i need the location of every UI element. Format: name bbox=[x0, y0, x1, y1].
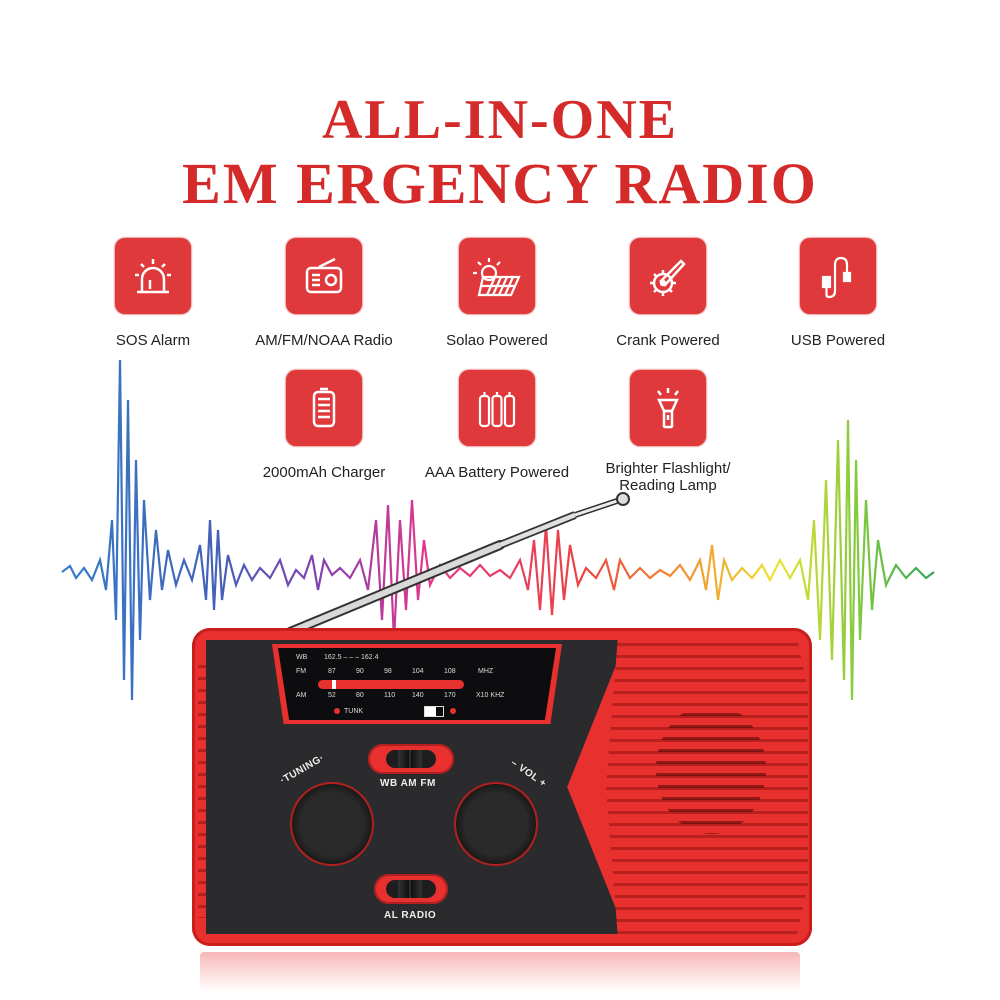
fm-tick: 98 bbox=[384, 668, 392, 675]
feature-label: 2000mAh Charger bbox=[262, 464, 386, 481]
tuning-knob[interactable] bbox=[290, 782, 374, 866]
fm-tick: 108 bbox=[444, 668, 456, 675]
am-band-label: AM bbox=[296, 692, 307, 699]
am-tick: 52 bbox=[328, 692, 336, 699]
fm-band-label: FM bbox=[296, 668, 307, 675]
tuning-display: WB 162.5 – – – 162.4 FM 87 90 98 104 108… bbox=[278, 648, 556, 720]
solar-panel-icon bbox=[459, 238, 535, 314]
siren-icon bbox=[115, 238, 191, 314]
emergency-radio-device: WB 162.5 – – – 162.4 FM 87 90 98 104 108… bbox=[192, 628, 812, 946]
feature-label-line2: Reading Lamp bbox=[619, 477, 717, 494]
tune-indicator-led bbox=[334, 708, 340, 714]
am-tick: 140 bbox=[412, 692, 424, 699]
am-tick: 170 bbox=[444, 692, 456, 699]
headline-line-1: ALL-IN-ONE bbox=[321, 89, 679, 151]
usb-cable-icon bbox=[800, 238, 876, 314]
feature-flashlight-reading-lamp: Brighter Flashlight/ Reading Lamp bbox=[583, 370, 753, 494]
tuning-scale-bar bbox=[318, 680, 464, 689]
radio-icon bbox=[286, 238, 362, 314]
fm-tick: 90 bbox=[356, 668, 364, 675]
feature-label: Crank Powered bbox=[616, 332, 720, 349]
feature-crank-powered: Crank Powered bbox=[583, 238, 753, 349]
aaa-batteries-icon bbox=[459, 370, 535, 446]
mode-switch-label: AL RADIO bbox=[384, 910, 437, 921]
feature-label: AAA Battery Powered bbox=[424, 464, 570, 481]
feature-sos-alarm: SOS Alarm bbox=[68, 238, 238, 349]
feature-label: USB Powered bbox=[790, 332, 886, 349]
wb-band-label: WB bbox=[296, 654, 308, 661]
feature-label: AM/FM/NOAA Radio bbox=[255, 332, 393, 349]
feature-solar-powered: Solao Powered bbox=[412, 238, 582, 349]
fm-tick: 104 bbox=[412, 668, 424, 675]
feature-label-line1: Brighter Flashlight/ bbox=[605, 460, 731, 477]
fm-tick: 87 bbox=[328, 668, 336, 675]
flashlight-icon bbox=[630, 370, 706, 446]
feature-usb-powered: USB Powered bbox=[753, 238, 923, 349]
am-unit: X10 KHZ bbox=[476, 692, 505, 699]
feature-aaa-battery-powered: AAA Battery Powered bbox=[412, 370, 582, 481]
battery-icon bbox=[286, 370, 362, 446]
wb-scale: 162.5 – – – 162.4 bbox=[324, 654, 379, 661]
feature-label: SOS Alarm bbox=[115, 332, 191, 349]
tune-indicator-label: TUNK bbox=[344, 708, 364, 715]
feature-label: Solao Powered bbox=[446, 332, 548, 349]
fm-unit: MHZ bbox=[478, 668, 494, 675]
tuning-needle bbox=[332, 680, 336, 689]
alarm-radio-mode-switch[interactable] bbox=[374, 874, 448, 904]
am-tick: 110 bbox=[384, 692, 396, 699]
volume-knob[interactable] bbox=[454, 782, 538, 866]
speaker-grille bbox=[606, 634, 808, 940]
headline-line-2: EM ERGENCY RADIO bbox=[182, 151, 818, 216]
band-selector-switch[interactable] bbox=[368, 744, 454, 774]
am-tick: 80 bbox=[356, 692, 364, 699]
feature-2000mah-charger: 2000mAh Charger bbox=[239, 370, 409, 481]
product-reflection bbox=[200, 952, 800, 992]
battery-level-icon bbox=[424, 706, 444, 717]
hand-crank-icon bbox=[630, 238, 706, 314]
feature-label: Brighter Flashlight/ Reading Lamp bbox=[583, 460, 753, 494]
band-switch-label: WB AM FM bbox=[380, 778, 436, 789]
charge-indicator-led bbox=[450, 708, 456, 714]
speaker-cutouts bbox=[656, 704, 766, 834]
feature-am-fm-noaa-radio: AM/FM/NOAA Radio bbox=[239, 238, 409, 349]
